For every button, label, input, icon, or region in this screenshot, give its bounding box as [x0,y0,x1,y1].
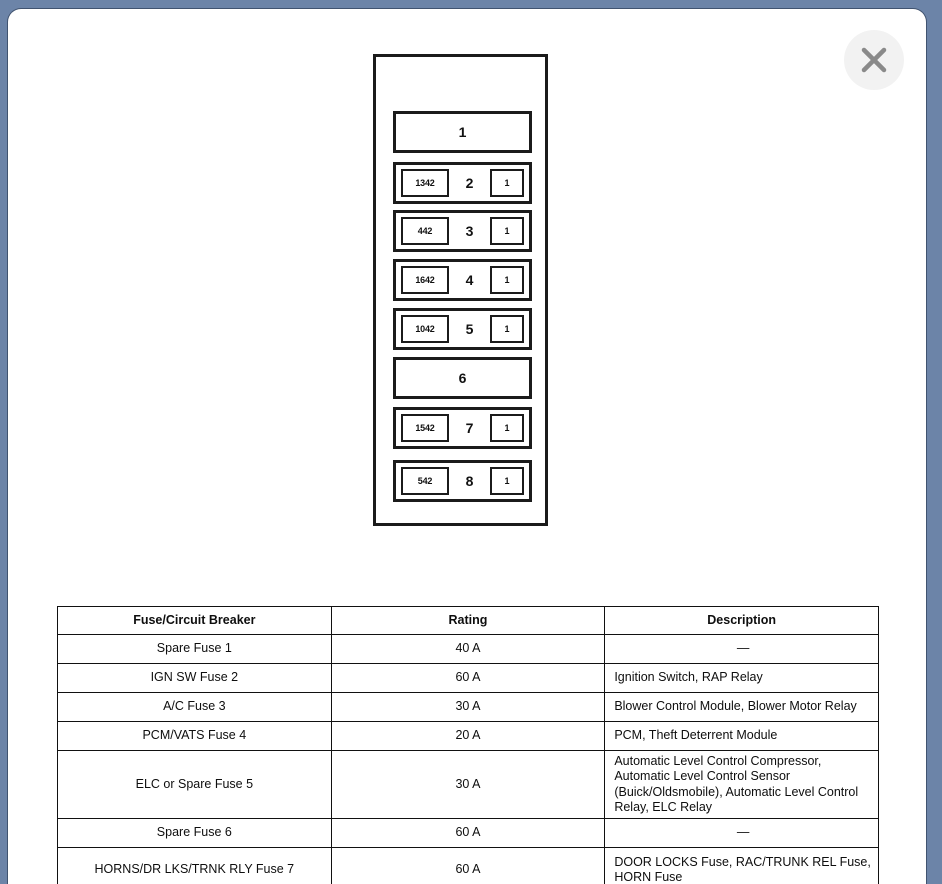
cell-rating: 30 A [330,692,606,722]
cell-description: DOOR LOCKS Fuse, RAC/TRUNK REL Fuse, HOR… [604,847,879,884]
cell-rating: 60 A [330,847,606,884]
close-button[interactable] [844,30,904,90]
cell-description: Automatic Level Control Compressor, Auto… [604,750,879,819]
fuse-slot-left-code: 1042 [401,315,449,343]
column-header-rating: Rating [330,606,606,635]
cell-fuse-name: Spare Fuse 6 [57,818,332,848]
cell-fuse-name: A/C Fuse 3 [57,692,332,722]
cell-fuse-name: Spare Fuse 1 [57,634,332,664]
cell-rating: 30 A [330,750,606,819]
fuse-slot-left-code: 1542 [401,414,449,442]
cell-description: Blower Control Module, Blower Motor Rela… [604,692,879,722]
cell-description: Ignition Switch, RAP Relay [604,663,879,693]
cell-fuse-name: IGN SW Fuse 2 [57,663,332,693]
column-header-description: Description [604,606,879,635]
table-header-row: Fuse/Circuit Breaker Rating Description [57,606,879,635]
fuse-slot-number: 3 [465,223,474,239]
fuse-slot-number: 7 [465,420,474,436]
fuse-slot-right-code: 1 [490,266,524,294]
column-header-fuse: Fuse/Circuit Breaker [57,606,332,635]
cell-rating: 60 A [330,663,606,693]
fuse-slot-left-code: 1342 [401,169,449,197]
cell-rating: 20 A [330,721,606,751]
cell-description: — [604,634,879,664]
cell-description: — [604,818,879,848]
fuse-slot-1[interactable]: 1 [393,111,532,153]
fuse-slot-number: 4 [465,272,474,288]
cell-fuse-name: HORNS/DR LKS/TRNK RLY Fuse 7 [57,847,332,884]
fuse-slot-number: 6 [458,370,467,386]
fuse-slot-left-code: 442 [401,217,449,245]
fuse-slot-right-code: 1 [490,217,524,245]
fuse-slot-right-code: 1 [490,169,524,197]
fuse-slot-6[interactable]: 6 [393,357,532,399]
fuse-slot-left-code: 1642 [401,266,449,294]
cell-description: PCM, Theft Deterrent Module [604,721,879,751]
cell-rating: 40 A [330,634,606,664]
cell-fuse-name: ELC or Spare Fuse 5 [57,750,332,819]
cell-fuse-name: PCM/VATS Fuse 4 [57,721,332,751]
fuse-slot-number: 2 [465,175,474,191]
fuse-slot-right-code: 1 [490,467,524,495]
fuse-slot-left-code: 542 [401,467,449,495]
fuse-slot-number: 5 [465,321,474,337]
fuse-slot-right-code: 1 [490,315,524,343]
close-icon [861,47,887,73]
cell-rating: 60 A [330,818,606,848]
fuse-slot-number: 1 [458,124,467,140]
fuse-slot-number: 8 [465,473,474,489]
table-head: Fuse/Circuit Breaker Rating Description [57,606,879,635]
fuse-legend-table: Fuse/Circuit Breaker Rating Description … [57,606,879,884]
fuse-slot-right-code: 1 [490,414,524,442]
